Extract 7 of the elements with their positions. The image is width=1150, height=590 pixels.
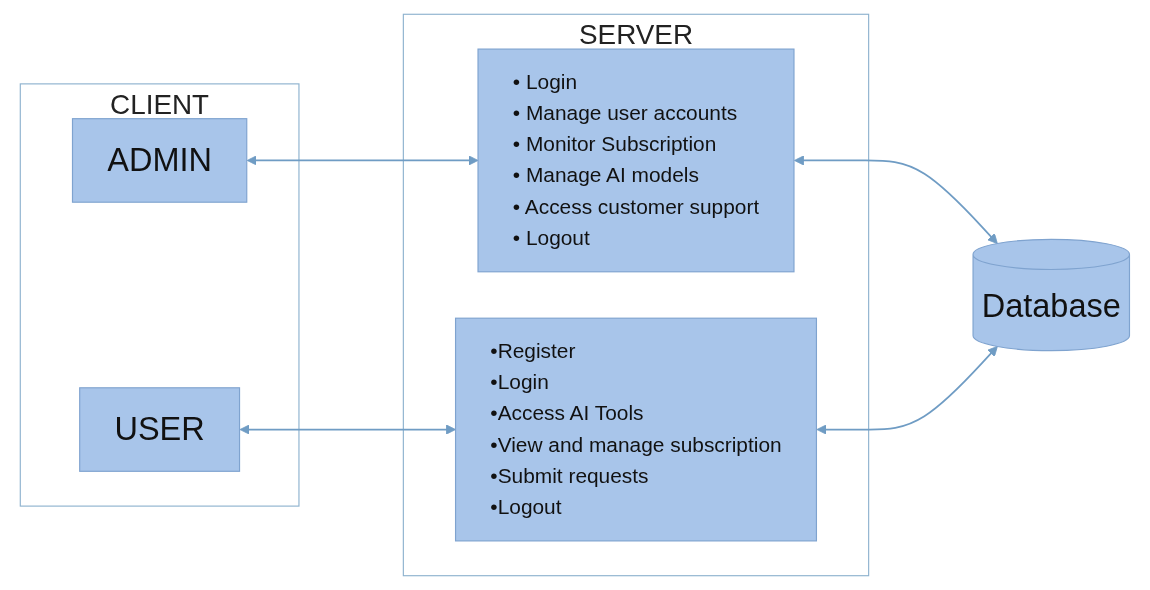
arrow <box>246 155 479 166</box>
node-box: ADMIN <box>72 118 248 203</box>
arrow <box>816 346 998 435</box>
node-box: •Register •Login •Access AI Tools •View and manage subscription •Submit requests •Logout <box>455 317 818 542</box>
node-box: USER <box>79 387 241 472</box>
node-box: • Login • Manage user accounts • Monitor Subscription • Manage AI models • Access customer support • Logout <box>477 48 795 273</box>
arrow <box>794 155 998 244</box>
